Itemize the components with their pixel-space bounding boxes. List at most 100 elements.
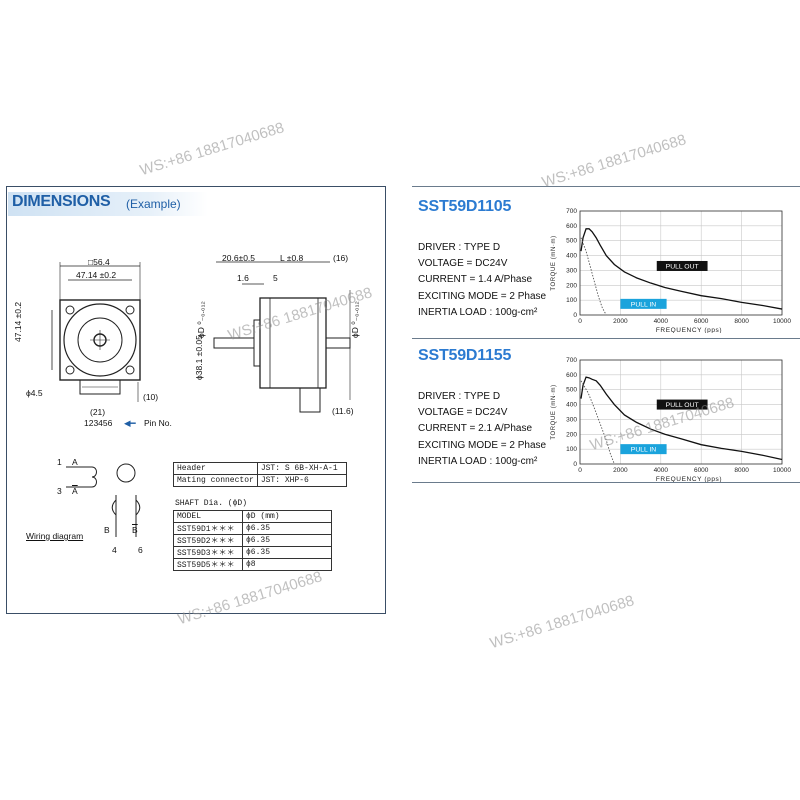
y-tick-label: 400 <box>566 253 577 260</box>
dimensions-title: DIMENSIONS <box>12 193 111 210</box>
pin-label: Pin No. <box>144 418 172 428</box>
table-row: Header JST: S 6B-XH-A-1 <box>173 462 347 475</box>
plot-frame <box>579 210 783 316</box>
y-tick-label: 500 <box>566 387 577 394</box>
wire-b: B <box>104 525 110 535</box>
table-row: SST59D2＊＊＊ ϕ6.35 <box>173 534 332 547</box>
x-axis-label: FREQUENCY (pps) <box>656 476 722 482</box>
table-cell: SST59D2＊＊＊ <box>173 534 243 547</box>
x-tick-label: 2000 <box>613 467 628 474</box>
watermark: WS:+86 18817040688 <box>138 119 287 180</box>
y-tick-label: 100 <box>566 446 577 453</box>
wire-pin-1: 1 <box>57 457 62 467</box>
spec-line: INERTIA LOAD : 100g-cm² <box>418 306 538 318</box>
side-pilot-label: ϕ38.1 ±0.05 <box>194 335 204 380</box>
spec-line: VOLTAGE = DC24V <box>418 258 508 270</box>
divider-top <box>412 186 800 187</box>
annotation-box <box>656 399 708 410</box>
shaft-table: MODEL ϕD (mm) SST59D1＊＊＊ ϕ6.35 SST59D2＊＊… <box>173 510 332 571</box>
y-tick-label: 600 <box>566 372 577 379</box>
series-line-pull-out <box>580 228 783 310</box>
series-line-pull-in <box>580 380 615 465</box>
annotation-label: PULL OUT <box>666 263 699 270</box>
x-tick-label: 6000 <box>694 318 709 325</box>
y-tick-label: 400 <box>566 402 577 409</box>
y-axis-label: TORQUE (mN·m) <box>551 384 557 439</box>
watermark: WS:+86 18817040688 <box>540 131 689 192</box>
model-2-title: SST59D1155 <box>418 347 512 364</box>
spec-line: CURRENT = 1.4 A/Phase <box>418 274 533 286</box>
table-cell: ϕ6.35 <box>242 522 332 535</box>
table-row: MODEL ϕD (mm) <box>173 510 332 523</box>
y-tick-label: 0 <box>573 312 577 319</box>
x-tick-label: 8000 <box>734 318 749 325</box>
wire-a: A <box>72 457 78 467</box>
side-top-a: 20.6±0.5 <box>222 253 256 263</box>
y-tick-label: 0 <box>573 461 577 468</box>
x-tick-label: 4000 <box>654 467 669 474</box>
model-1-specs: DRIVER : TYPE D VOLTAGE = DC24V CURRENT … <box>418 240 546 321</box>
pin-numbers: 123456 <box>84 418 113 428</box>
plot-frame <box>579 359 783 465</box>
table-header-cell: MODEL <box>173 510 243 523</box>
front-square-label: □56.4 <box>88 257 110 267</box>
x-tick-label: 6000 <box>694 467 709 474</box>
dimensions-panel <box>6 186 386 614</box>
spec-line: DRIVER : TYPE D <box>418 391 501 402</box>
table-header-cell: ϕD (mm) <box>242 510 332 523</box>
watermark: WS:+86 18817040688 <box>488 592 637 653</box>
annotation-label: PULL IN <box>631 447 657 454</box>
y-tick-label: 600 <box>566 223 577 230</box>
table-cell: SST59D5＊＊＊ <box>173 558 243 571</box>
divider-middle <box>412 338 800 339</box>
front-view-drawing <box>51 262 141 402</box>
table-cell: Header <box>173 462 258 475</box>
y-tick-label: 700 <box>566 357 577 364</box>
table-cell: JST: XHP-6 <box>256 474 347 487</box>
x-tick-label: 4000 <box>654 318 669 325</box>
annotation-box <box>656 260 708 271</box>
wire-a-bar: A <box>72 486 78 496</box>
front-width-label: 47.14 ±0.2 <box>76 270 117 280</box>
table-cell: ϕ6.35 <box>242 534 332 547</box>
y-tick-label: 700 <box>566 208 577 215</box>
table-row: SST59D3＊＊＊ ϕ6.35 <box>173 546 332 559</box>
wiring-diagram-label: Wiring diagram <box>26 531 84 541</box>
wire-pin-3: 3 <box>57 486 62 496</box>
front-height-label: 47.14 ±0.2 <box>13 301 23 342</box>
y-tick-label: 500 <box>566 238 577 245</box>
x-tick-label: 0 <box>578 467 582 474</box>
side-bottom-label: (11.6) <box>332 406 354 416</box>
wire-pin-6: 6 <box>138 545 143 555</box>
connector-side-label: (10) <box>143 392 159 402</box>
side-dim-c: 5 <box>273 273 278 283</box>
header-table: Header JST: S 6B-XH-A-1 Mating connector… <box>173 462 347 487</box>
series-line-pull-in <box>580 237 607 316</box>
y-tick-label: 200 <box>566 431 577 438</box>
annotation-box <box>620 444 667 455</box>
table-cell: JST: S 6B-XH-A-1 <box>256 462 347 475</box>
table-row: SST59D5＊＊＊ ϕ8 <box>173 558 332 571</box>
x-tick-label: 10000 <box>773 467 791 474</box>
y-tick-label: 200 <box>566 282 577 289</box>
table-row: Mating connector JST: XHP-6 <box>173 474 347 487</box>
side-shaft-left: ϕD ⁰₋₀.₀₁₂ <box>196 301 206 338</box>
pin-arrow: ◀━ <box>124 418 136 428</box>
x-axis-label: FREQUENCY (pps) <box>656 327 722 333</box>
wiring-diagram-drawing <box>66 463 141 537</box>
divider-bottom <box>412 482 800 483</box>
dimensions-banner <box>8 192 208 216</box>
y-tick-label: 300 <box>566 267 577 274</box>
y-tick-label: 300 <box>566 416 577 423</box>
model-1-title: SST59D1105 <box>418 198 512 215</box>
annotation-box <box>620 298 667 309</box>
shaft-table-title: SHAFT Dia. (ϕD) <box>175 499 248 508</box>
spec-line: EXCITING MODE = 2 Phase <box>418 439 547 451</box>
model-2-specs: DRIVER : TYPE D VOLTAGE = DC24V CURRENT … <box>418 389 546 470</box>
x-tick-label: 8000 <box>734 467 749 474</box>
table-cell: Mating connector <box>173 474 258 487</box>
annotation-label: PULL OUT <box>666 402 699 409</box>
table-cell: SST59D3＊＊＊ <box>173 546 243 559</box>
wire-pin-4: 4 <box>112 545 117 555</box>
